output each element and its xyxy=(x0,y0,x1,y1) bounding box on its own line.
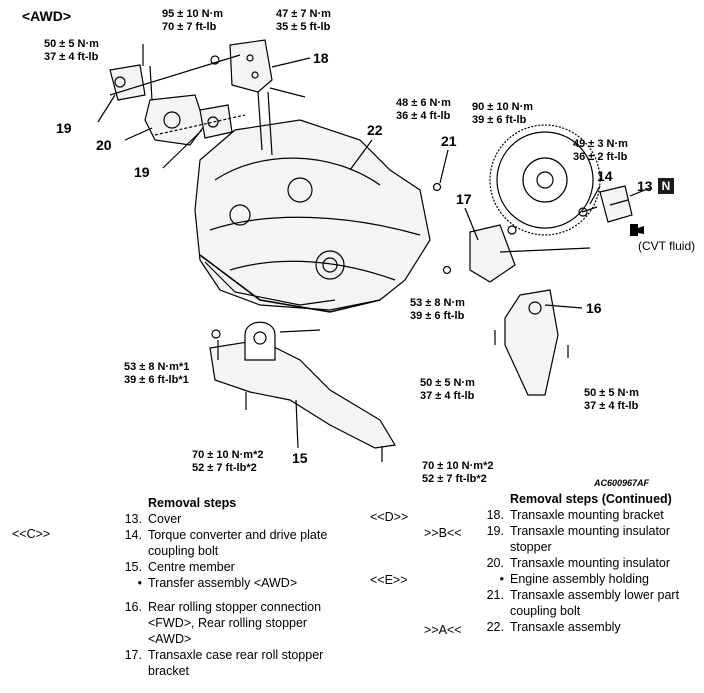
step-item: 18.Transaxle mounting bracket xyxy=(486,508,664,522)
step-item: 22.Transaxle assembly xyxy=(486,620,621,634)
rear-roll-stopper-bracket-17 xyxy=(469,224,516,283)
callout-20: 20 xyxy=(96,137,112,153)
procedure-tag-c: <<C>> xyxy=(12,527,51,541)
callout-16: 16 xyxy=(586,300,602,316)
step-item: 17.Transaxle case rear roll stopper brac… xyxy=(124,648,324,678)
callout-14: 14 xyxy=(597,168,613,184)
callout-17: 17 xyxy=(456,191,472,207)
callout-18: 18 xyxy=(313,50,329,66)
exploded-diagram xyxy=(97,39,651,462)
variant-label: <AWD> xyxy=(22,8,72,24)
step-item: 13.Cover xyxy=(124,512,182,526)
step-item: 15.Centre member xyxy=(124,560,235,574)
step-item: •Engine assembly holding xyxy=(499,572,649,586)
step-item: 19.Transaxle mounting insulator stopper xyxy=(486,524,671,554)
new-part-badge: N xyxy=(658,178,674,194)
cvt-fluid-label: (CVT fluid) xyxy=(638,239,696,253)
mounting-insulator-20 xyxy=(144,94,206,146)
callout-13: 13 xyxy=(637,178,653,194)
coupling-bolt-14 xyxy=(581,206,598,213)
callout-15: 15 xyxy=(292,450,308,466)
callout-22: 22 xyxy=(367,122,383,138)
removal-steps-right: Removal steps (Continued) 18.Transaxle m… xyxy=(474,491,700,635)
removal-steps-title: Removal steps xyxy=(148,496,237,510)
callout-21: 21 xyxy=(441,133,457,149)
step-item: 14.Torque converter and drive plate coup… xyxy=(124,528,328,558)
cover-13 xyxy=(599,185,633,223)
step-item: 21.Transaxle assembly lower part couplin… xyxy=(486,588,680,618)
cvt-fluid-icon xyxy=(630,224,644,236)
removal-steps-left: Removal steps 13.Cover 14.Torque convert… xyxy=(112,495,352,679)
drive-plate xyxy=(489,124,601,236)
rear-rolling-stopper-16 xyxy=(504,289,559,396)
figure-reference: AC600967AF xyxy=(594,478,650,488)
procedure-tag-a: >>A<< xyxy=(424,623,462,637)
procedure-tag-d: <<D>> xyxy=(370,510,409,524)
mounting-bracket-18 xyxy=(229,39,273,93)
callout-19-lower: 19 xyxy=(134,164,150,180)
procedure-tag-e: <<E>> xyxy=(370,573,408,587)
step-item: 20.Transaxle mounting insulator xyxy=(486,556,671,570)
step-item: •Transfer assembly <AWD> xyxy=(137,576,298,590)
transaxle-assembly xyxy=(194,119,431,311)
removal-steps-continued-title: Removal steps (Continued) xyxy=(510,492,672,506)
step-item: 16.Rear rolling stopper connection <FWD>… xyxy=(124,600,322,646)
insulator-stopper-19a xyxy=(109,64,146,101)
callout-19-upper: 19 xyxy=(56,120,72,136)
centre-member-15 xyxy=(209,339,396,449)
procedure-tag-b: >>B<< xyxy=(424,526,462,540)
